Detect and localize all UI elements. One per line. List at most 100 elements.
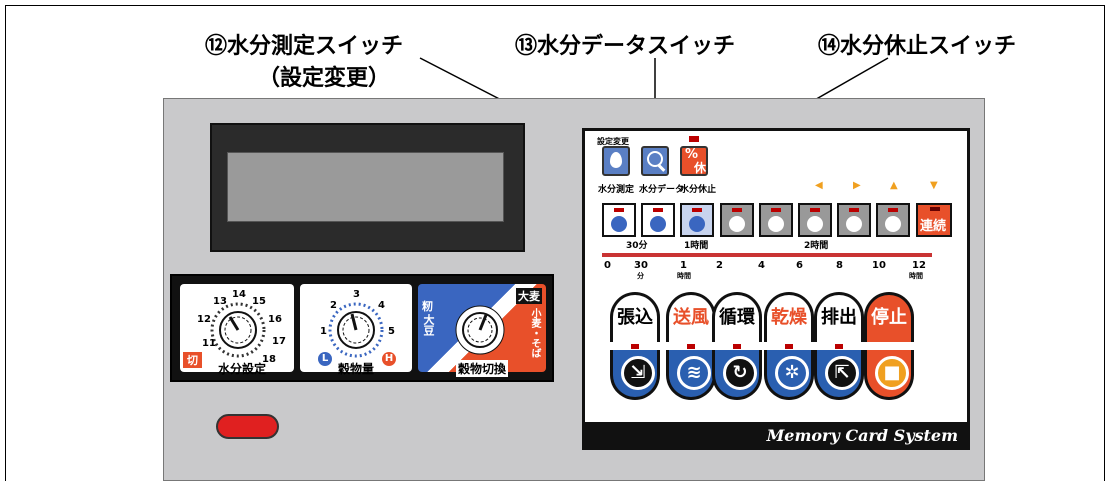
timer-dot xyxy=(885,216,901,232)
setting-change-label: 設定変更 xyxy=(597,137,629,146)
airflow-button[interactable]: 送風 ≋ xyxy=(666,292,716,402)
grain-amount-label: 穀物量 xyxy=(338,362,375,376)
timer-led xyxy=(810,208,820,212)
grain-amount-low-badge: L xyxy=(318,352,332,366)
arrow-down-icon: ▼ xyxy=(930,180,938,191)
magnifier-icon xyxy=(647,151,663,167)
callout-moisture-data: ⑬水分データスイッチ xyxy=(515,34,736,59)
discharge-foot: ⇱ xyxy=(814,350,864,400)
moisture-dial[interactable] xyxy=(210,302,266,358)
time-scale-2: 2 xyxy=(716,260,723,271)
timer-2hour-button-4[interactable] xyxy=(837,203,871,237)
intake-led xyxy=(631,344,639,349)
arrow-left-icon: ◀ xyxy=(815,180,823,191)
callout-moisture-measure: ⑫水分測定スイッチ xyxy=(205,34,404,59)
discharge-led xyxy=(835,344,843,349)
discharge-button[interactable]: 排出 ⇱ xyxy=(814,292,864,402)
timer-1hour-button[interactable] xyxy=(680,203,714,237)
timer-2hour-button-3[interactable] xyxy=(798,203,832,237)
time-scale-1: 1 xyxy=(680,260,687,271)
grain-switch-barley-label: 大麦 xyxy=(516,288,542,304)
drying-button[interactable]: 乾燥 ✲ xyxy=(764,292,814,402)
intake-icon: ⇲ xyxy=(621,356,655,390)
grain-amount-high-badge: H xyxy=(382,352,396,366)
time-scale-8: 8 xyxy=(836,260,843,271)
airflow-led xyxy=(687,344,695,349)
moisture-tick-12: 12 xyxy=(197,314,211,325)
continuous-led xyxy=(930,207,940,211)
pause-kyu-glyph: 休 xyxy=(694,161,707,175)
time-scale-4: 4 xyxy=(758,260,765,271)
moisture-data-button[interactable] xyxy=(641,146,669,176)
drying-gear-icon: ✲ xyxy=(775,356,809,390)
stop-icon: ■ xyxy=(875,356,909,390)
time-unit-hour-12: 時間 xyxy=(909,272,923,280)
arrow-up-icon: ▲ xyxy=(890,180,898,191)
dial-section: 11 12 13 14 15 16 17 18 切 水分設定 1 2 3 4 5… xyxy=(170,274,554,382)
moisture-pause-label: 水分休止 xyxy=(680,185,717,195)
intake-foot: ⇲ xyxy=(610,350,660,400)
timer-dot xyxy=(768,216,784,232)
grain-switch-soy-label: 大豆 xyxy=(422,314,435,336)
circulation-label: 循環 xyxy=(712,292,762,342)
continuous-button[interactable]: 連続 xyxy=(916,203,952,237)
drying-foot: ✲ xyxy=(764,350,814,400)
timer-2hour-button-1[interactable] xyxy=(720,203,754,237)
timer-dot xyxy=(611,216,627,232)
arrow-right-icon: ▶ xyxy=(853,180,861,191)
time-unit-hour-1: 時間 xyxy=(677,272,691,280)
timer-led xyxy=(732,208,742,212)
timer-2hour-button-5[interactable] xyxy=(876,203,910,237)
moisture-measure-button[interactable] xyxy=(602,146,630,176)
red-power-button[interactable] xyxy=(216,414,279,439)
moisture-data-label: 水分データ xyxy=(639,185,685,195)
stop-button[interactable]: 停止 ■ xyxy=(864,292,914,402)
grain-switch-rice-label: 籾 xyxy=(422,300,433,313)
airflow-icon: ≋ xyxy=(677,356,711,390)
timer-dot xyxy=(807,216,823,232)
timer-dot xyxy=(729,216,745,232)
circulation-button[interactable]: 循環 ↻ xyxy=(712,292,762,402)
time-scale-6: 6 xyxy=(796,260,803,271)
grain-amount-tick-1: 1 xyxy=(320,326,327,337)
grain-amount-tick-3: 3 xyxy=(353,289,360,300)
circulation-led xyxy=(733,344,741,349)
lcd-screen xyxy=(227,152,504,222)
stop-label: 停止 xyxy=(864,292,914,342)
timer-30min-button-1[interactable] xyxy=(602,203,636,237)
moisture-pause-button[interactable]: % 休 xyxy=(680,146,708,176)
airflow-foot: ≋ xyxy=(666,350,716,400)
pause-indicator-led xyxy=(689,136,699,142)
timer-led xyxy=(614,208,624,212)
diagram-frame xyxy=(5,5,1105,481)
water-drop-icon xyxy=(610,152,622,168)
time-scale-12: 12 xyxy=(912,260,926,271)
timer-30min-label: 30分 xyxy=(626,241,648,251)
moisture-tick-18: 18 xyxy=(262,354,276,365)
moisture-off-badge: 切 xyxy=(183,352,202,368)
intake-button[interactable]: 張込 ⇲ xyxy=(610,292,660,402)
timer-dot xyxy=(689,216,705,232)
time-scale-10: 10 xyxy=(872,260,886,271)
timer-2hour-button-2[interactable] xyxy=(759,203,793,237)
moisture-tick-11: 11 xyxy=(202,338,216,349)
stop-led xyxy=(885,344,893,349)
circulation-foot: ↻ xyxy=(712,350,762,400)
time-scale-0: 0 xyxy=(604,260,611,271)
drying-led xyxy=(785,344,793,349)
grain-amount-dial[interactable] xyxy=(328,302,384,358)
grain-switch-dial-box: 籾 大豆 大麦 小麦・そば 穀物切換 xyxy=(418,284,546,377)
moisture-dial-box: 11 12 13 14 15 16 17 18 切 水分設定 xyxy=(180,284,294,376)
grain-switch-dial[interactable] xyxy=(454,304,506,356)
pause-percent-glyph: % xyxy=(685,147,699,162)
memory-card-footer: Memory Card System xyxy=(582,422,970,450)
timer-led xyxy=(888,208,898,212)
grain-amount-tick-2: 2 xyxy=(330,300,337,311)
grain-switch-label: 穀物切換 xyxy=(456,360,509,377)
timer-30min-button-2[interactable] xyxy=(641,203,675,237)
magnifier-handle xyxy=(657,164,666,172)
intake-label: 張込 xyxy=(610,292,660,342)
moisture-tick-14: 14 xyxy=(232,289,246,300)
timer-dot xyxy=(650,216,666,232)
drying-label: 乾燥 xyxy=(764,292,814,342)
